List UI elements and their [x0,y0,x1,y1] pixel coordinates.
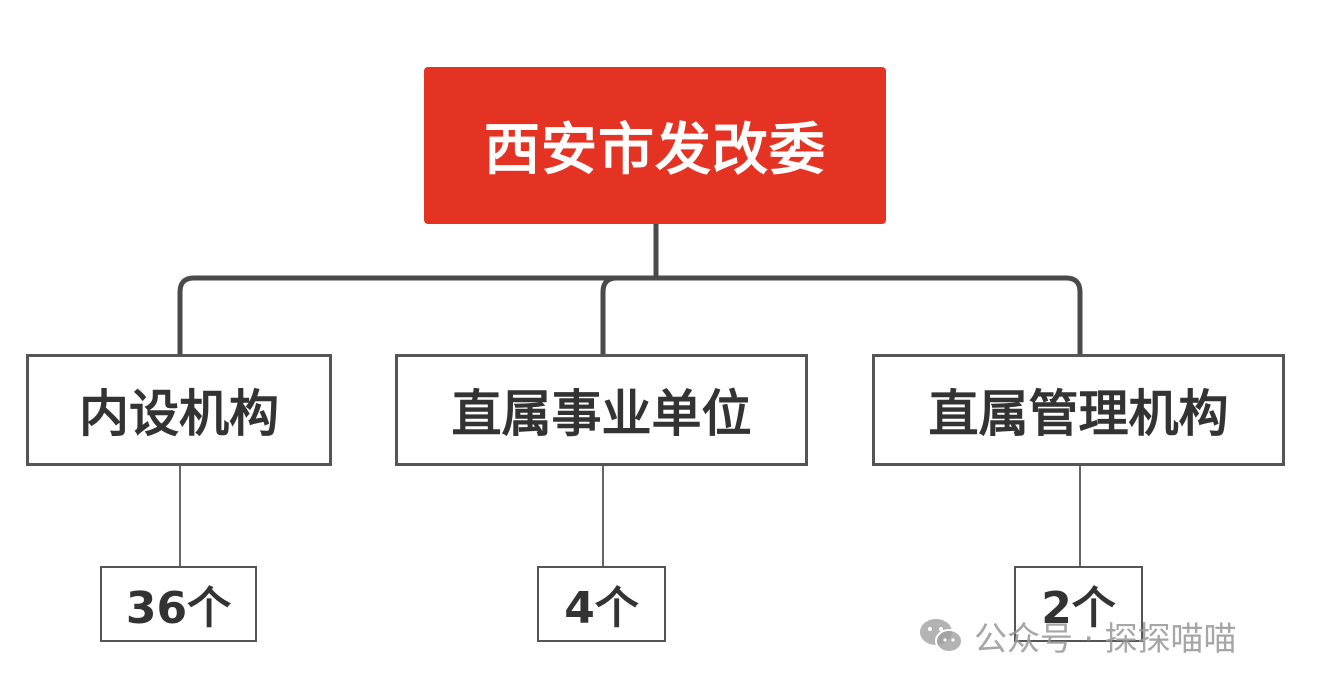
watermark: 公众号 · 探探喵喵 [918,614,1236,658]
count-node-affiliated-institutions: 4个 [537,566,666,642]
count-label: 36个 [125,583,232,634]
branch-bar [177,275,1083,357]
branch-mid [600,275,620,357]
count-node-affiliated-agencies: 2个 [1014,566,1143,642]
count-node-internal: 36个 [100,566,257,642]
category-label: 直属事业单位 [451,385,752,443]
count-label: 4个 [564,583,639,634]
count-label: 2个 [1041,583,1116,634]
category-label: 内设机构 [79,385,279,443]
root-node: 西安市发改委 [424,67,886,224]
wechat-icon [920,619,963,653]
category-node-affiliated-institutions: 直属事业单位 [395,354,808,466]
root-label: 西安市发改委 [484,118,826,183]
category-node-internal: 内设机构 [26,354,332,466]
category-node-affiliated-agencies: 直属管理机构 [872,354,1285,466]
watermark-text: 公众号 · 探探喵喵 [974,619,1237,658]
category-label: 直属管理机构 [928,385,1229,443]
